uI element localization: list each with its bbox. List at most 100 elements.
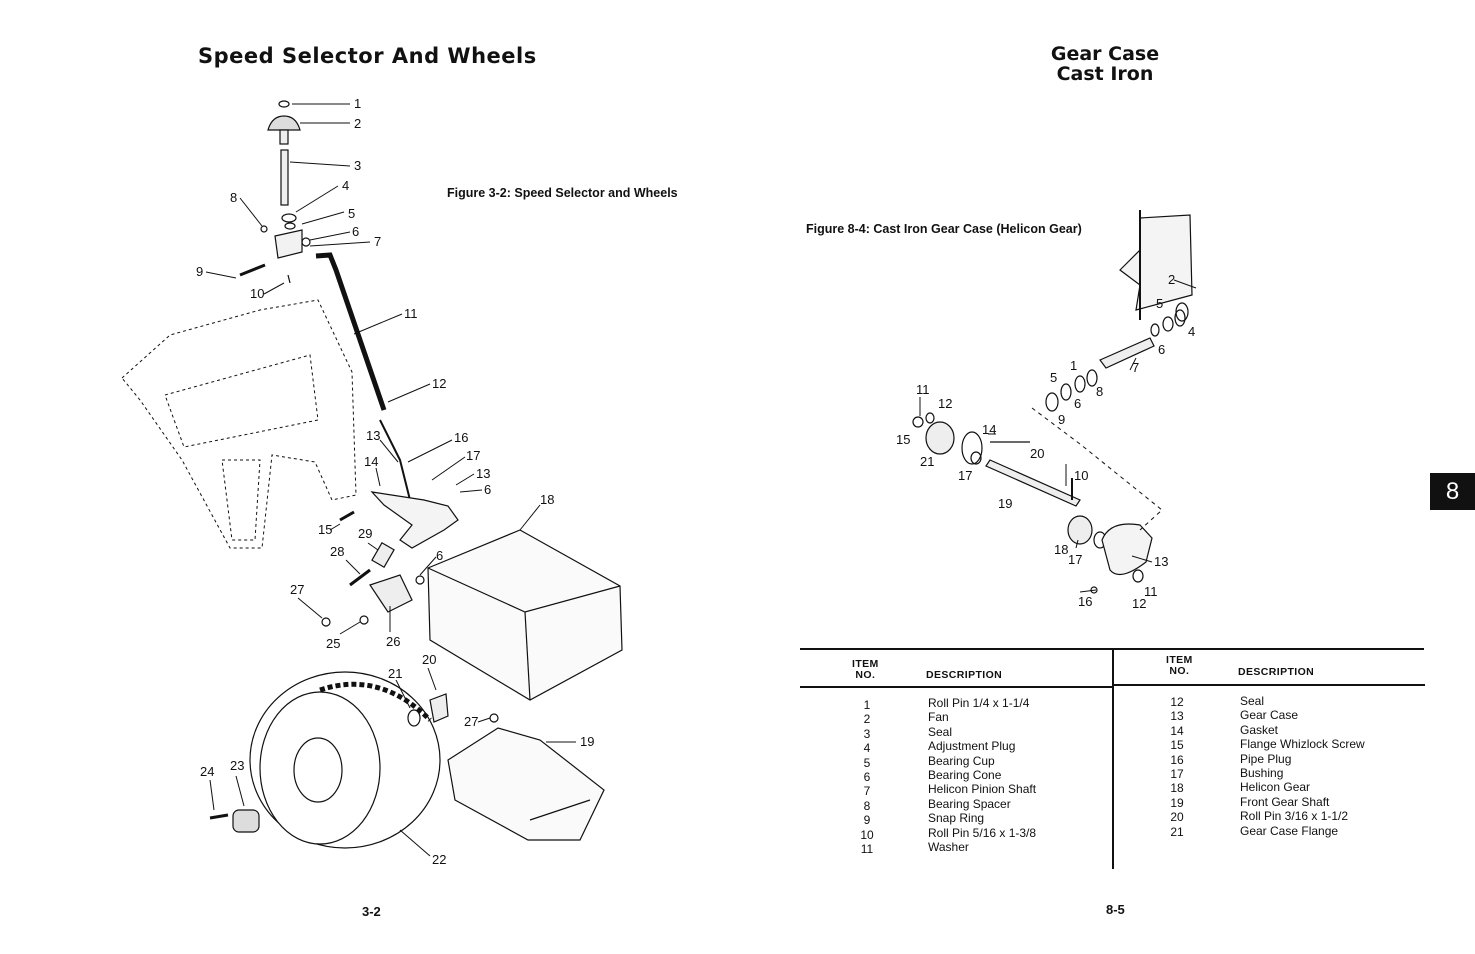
right-item-numbers: 12 13 14 15 16 17 18 19 20 21 — [1162, 695, 1192, 839]
parts-table: ITEM NO. DESCRIPTION ITEM NO. DESCRIPTIO… — [800, 648, 1425, 870]
callout-label: 9 — [1058, 412, 1065, 427]
callout-label: 2 — [1168, 272, 1175, 287]
item-description: Roll Pin 1/4 x 1-1/4 — [928, 696, 1030, 710]
gear-case-exploded-diagram: 1 2 5 3 4 6 7 8 1 5 6 9 11 12 15 14 20 2… — [896, 210, 1197, 611]
callout-label: 4 — [1188, 324, 1195, 339]
item-number: 1 — [863, 698, 871, 712]
callout-label: 13 — [476, 466, 490, 481]
callout-label: 12 — [1132, 596, 1146, 611]
item-number: 6 — [863, 770, 871, 785]
callout-label: 8 — [230, 190, 237, 205]
table-header-rule — [1112, 684, 1425, 686]
item-number: 8 — [863, 798, 871, 813]
item-number: 11 — [860, 842, 874, 857]
right-descriptions: Seal Gear Case Gasket Flange Whizlock Sc… — [1240, 694, 1365, 838]
callout-label: 24 — [200, 764, 214, 779]
callout-label: 25 — [326, 636, 340, 651]
item-number: 13 — [1170, 709, 1184, 724]
part-1-nut — [278, 100, 290, 108]
callout-label: 6 — [436, 548, 443, 563]
item-description: Flange Whizlock Screw — [1240, 737, 1365, 752]
callout-label: 27 — [290, 582, 304, 597]
item-description: Gear Case Flange — [1240, 823, 1339, 838]
part-23-cap — [232, 809, 260, 833]
item-number: 15 — [1170, 738, 1184, 753]
item-description: Bushing — [1240, 766, 1284, 781]
item-number: 17 — [1170, 767, 1184, 782]
item-description: Gasket — [1240, 722, 1279, 737]
part-2-fan — [1119, 214, 1193, 311]
item-description: Gear Case — [1240, 708, 1299, 723]
callout-label: 14 — [364, 454, 378, 469]
callout-label: 13 — [1154, 554, 1168, 569]
callout-label: 12 — [432, 376, 446, 391]
callout-label: 3 — [354, 158, 361, 173]
callout-label: 6 — [1074, 396, 1081, 411]
item-description: Washer — [928, 840, 969, 855]
callout-label: 6 — [484, 482, 491, 497]
item-number: 9 — [863, 813, 871, 828]
table-top-rule — [800, 648, 1112, 650]
table-header-rule — [800, 686, 1112, 688]
item-number: 2 — [863, 712, 871, 727]
item-description: Seal — [928, 724, 953, 739]
callout-label: 17 — [466, 448, 480, 463]
callout-label: 1 — [1070, 358, 1077, 373]
part-3-pin — [280, 149, 289, 206]
callout-label: 10 — [250, 286, 264, 301]
part-4-spring — [281, 213, 297, 223]
item-number: 12 — [1170, 695, 1184, 709]
callout-label: 1 — [354, 96, 361, 111]
item-description: Roll Pin 5/16 x 1-3/8 — [928, 825, 1037, 840]
callout-label: 5 — [348, 206, 355, 221]
item-description: Adjustment Plug — [928, 739, 1016, 754]
callout-label: 2 — [354, 116, 361, 131]
header-description-right: DESCRIPTION — [1238, 666, 1315, 678]
item-number: 16 — [1170, 752, 1184, 767]
left-diagram-callouts: 1 2 3 4 5 6 7 8 9 10 11 12 13 14 15 16 1… — [196, 96, 594, 867]
right-diagram-callouts: 1 2 5 3 4 6 7 8 1 5 6 9 11 12 15 14 20 2… — [896, 272, 1195, 611]
page-title-speed-selector: Speed Selector And Wheels — [198, 44, 537, 68]
left-item-numbers: 1 2 3 4 5 6 7 8 9 10 11 — [852, 698, 882, 856]
callout-label: 19 — [580, 734, 594, 749]
item-description: Bearing Cup — [928, 753, 995, 768]
callout-label: 21 — [920, 454, 934, 469]
item-number: 21 — [1170, 824, 1184, 839]
callout-label: 11 — [404, 306, 418, 321]
item-description: Snap Ring — [928, 811, 985, 826]
header-no: NO. — [1169, 665, 1190, 677]
table-column-divider — [1112, 648, 1114, 869]
callout-label: 17 — [1068, 552, 1082, 567]
item-number: 19 — [1170, 795, 1184, 810]
title-line-1: Gear Case — [1050, 43, 1160, 65]
callout-label: 14 — [982, 422, 996, 437]
speed-selector-exploded-diagram: 1 2 3 4 5 6 7 8 9 10 11 12 13 14 15 16 1… — [121, 96, 623, 867]
item-description: Seal — [1240, 694, 1265, 708]
item-number: 18 — [1170, 781, 1184, 796]
callout-label: 11 — [916, 382, 930, 397]
header-no: NO. — [855, 669, 876, 681]
header-description-left: DESCRIPTION — [926, 669, 1003, 681]
figure-caption-8-4: Figure 8-4: Cast Iron Gear Case (Helicon… — [806, 222, 1082, 236]
part-2-knob — [267, 115, 301, 131]
callout-label: 22 — [432, 852, 446, 867]
item-description: Fan — [928, 710, 949, 725]
left-descriptions: Roll Pin 1/4 x 1-1/4 Fan Seal Adjustment… — [928, 696, 1036, 854]
callout-label: 20 — [1030, 446, 1044, 461]
item-number: 10 — [860, 827, 874, 842]
callout-label: 29 — [358, 526, 372, 541]
callout-label: 18 — [1054, 542, 1068, 557]
callout-label: 23 — [230, 758, 244, 773]
callout-label: 5 — [1050, 370, 1057, 385]
callout-label: 27 — [464, 714, 478, 729]
callout-label: 7 — [374, 234, 381, 249]
item-number: 3 — [863, 726, 871, 741]
callout-label: 16 — [454, 430, 468, 445]
figure-caption-3-2: Figure 3-2: Speed Selector and Wheels — [447, 186, 678, 200]
section-tab-8: 8 — [1430, 473, 1475, 510]
callout-label: 17 — [958, 468, 972, 483]
callout-label: 6 — [352, 224, 359, 239]
callout-label: 28 — [330, 544, 344, 559]
callout-label: 10 — [1074, 468, 1088, 483]
callout-label: 19 — [998, 496, 1012, 511]
